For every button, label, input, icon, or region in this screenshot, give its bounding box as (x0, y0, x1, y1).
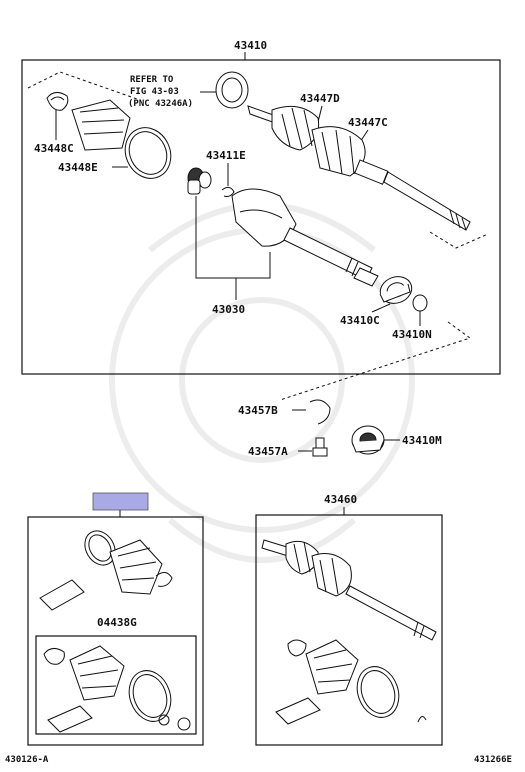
part-label-43411E[interactable]: 43411E (206, 149, 246, 162)
part-43410M-seal (351, 425, 385, 455)
part-43460-boot (305, 639, 359, 695)
kit-lower-small-clamp (43, 648, 65, 665)
part-label-43447D[interactable]: 43447D (300, 92, 340, 105)
part-43411E-snap-ring (221, 186, 235, 197)
part-43460-big-clamp (356, 666, 400, 718)
assembly-frame-43460 (255, 514, 443, 746)
watermark-emblem (109, 202, 415, 563)
part-label-43457B[interactable]: 43457B (238, 404, 278, 417)
part-43460-grease-pack (275, 697, 321, 725)
figure-code-left: 430126-A (5, 755, 49, 765)
part-label-43460[interactable]: 43460 (324, 493, 357, 506)
part-label-43448E[interactable]: 43448E (58, 161, 98, 174)
part-outer-shaft-assembly (247, 105, 471, 231)
highlighted-part-label[interactable] (92, 492, 149, 511)
part-43448E-clamp (124, 127, 172, 179)
part-label-43457A[interactable]: 43457A (248, 445, 288, 458)
kit-upper-clamp (84, 530, 116, 566)
kit-upper-boot (109, 539, 163, 595)
part-label-43030[interactable]: 43030 (212, 303, 245, 316)
kit-lower-ring-a (158, 714, 170, 726)
kit-lower-big-clamp (128, 670, 172, 722)
kit-lower-grease-pack (47, 705, 93, 733)
part-43410C-bearing (379, 276, 413, 304)
kit-lower-ring-b (177, 717, 191, 731)
figure-code-right: 431266E (474, 755, 512, 765)
part-label-43410[interactable]: 43410 (234, 39, 267, 52)
kit-upper-small-clamp (155, 572, 173, 587)
part-43410N-ring (412, 294, 428, 312)
part-43460-shaft-assembly (261, 539, 437, 641)
part-tripod-joint (187, 167, 212, 195)
kit-upper-grease-pack (39, 579, 85, 611)
refer-note-line1: REFER TO (130, 75, 174, 85)
part-43460-small-clamp (287, 639, 307, 657)
part-label-43410C[interactable]: 43410C (340, 314, 380, 327)
part-label-43410M[interactable]: 43410M (402, 434, 442, 447)
part-seal-ring-top (215, 71, 249, 109)
part-43457A-fitting (312, 437, 328, 457)
kit-lower-boot (69, 645, 125, 701)
part-43030-inboard-shaft (231, 188, 379, 287)
sub-kit-frame-04438G (35, 635, 197, 735)
assembly-frame-43410 (21, 59, 501, 375)
boot-kit-frame (27, 516, 204, 746)
refer-note-line3: (PNC 43246A) (128, 99, 193, 109)
part-label-43447C[interactable]: 43447C (348, 116, 388, 129)
part-43448C-clamp (46, 92, 69, 111)
part-43457B-clip (309, 399, 331, 425)
refer-note-line2: FIG 43-03 (130, 87, 179, 97)
part-label-43410N[interactable]: 43410N (392, 328, 432, 341)
part-label-43448C[interactable]: 43448C (34, 142, 74, 155)
part-43460-ring (417, 716, 427, 723)
part-boot-inner (71, 99, 131, 151)
part-label-04438G[interactable]: 04438G (97, 616, 137, 629)
